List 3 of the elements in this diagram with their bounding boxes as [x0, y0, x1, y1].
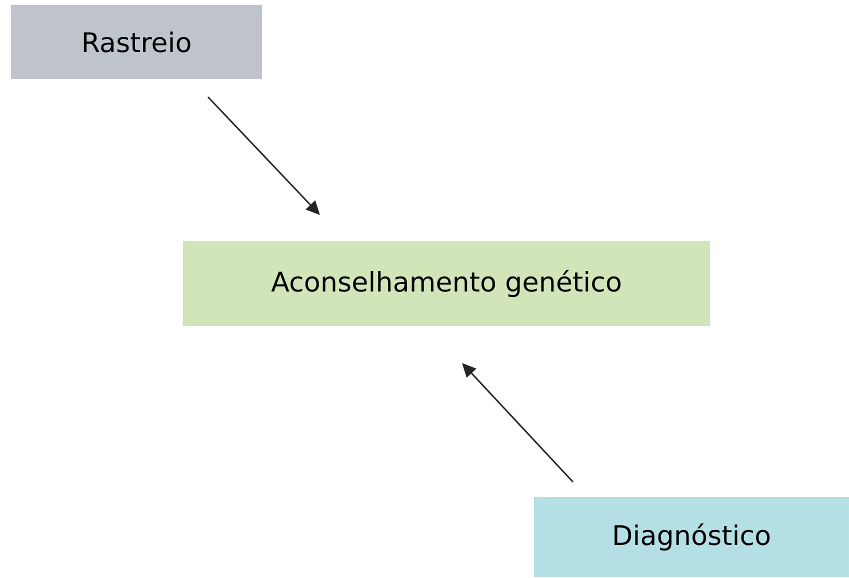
process-box: Aconselhamento genético: [183, 241, 710, 326]
process-box: Rastreio: [11, 5, 262, 79]
process-box: Diagnóstico: [534, 496, 849, 577]
